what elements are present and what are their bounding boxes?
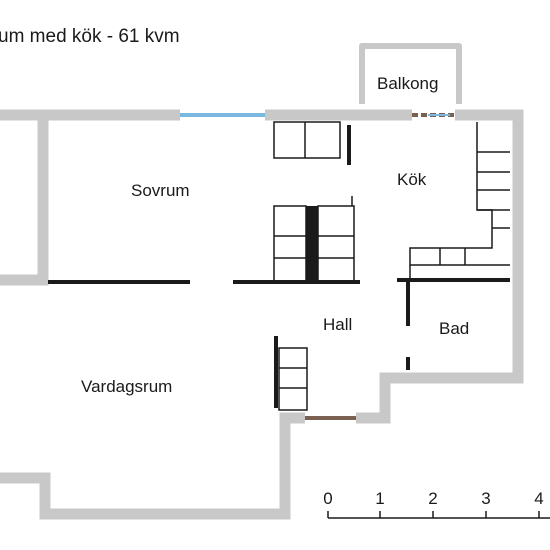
scale-tick-1: 1: [375, 489, 385, 508]
scale-tick-3: 3: [481, 489, 491, 508]
scale-bar: [327, 511, 550, 519]
room-label-hall: Hall: [323, 315, 353, 334]
room-label-kok: Kök: [397, 170, 427, 189]
fixtures: [273, 121, 510, 411]
exterior-wall: [0, 412, 305, 520]
exterior-wall: [356, 109, 524, 424]
hall-shelf: [278, 347, 308, 411]
wardrobe: [317, 205, 355, 283]
kitchen-counter: [409, 122, 510, 266]
room-label-bad: Bad: [439, 319, 470, 338]
walls: [0, 43, 524, 520]
room-label-sovrum: Sovrum: [131, 181, 190, 200]
wardrobe: [273, 205, 307, 283]
room-label-vardagsrum: Vardagsrum: [81, 377, 173, 396]
room-label-balkong: Balkong: [377, 74, 439, 93]
plan-title: um med kök - 61 kvm: [0, 26, 180, 47]
scale-tick-2: 2: [428, 489, 438, 508]
balcony-railing: [359, 43, 462, 104]
wardrobe: [273, 121, 341, 159]
scale-tick-0: 0: [323, 489, 333, 508]
pillar: [306, 206, 318, 282]
interior-wall: [0, 120, 49, 286]
scale-tick-4: 4: [534, 489, 544, 508]
